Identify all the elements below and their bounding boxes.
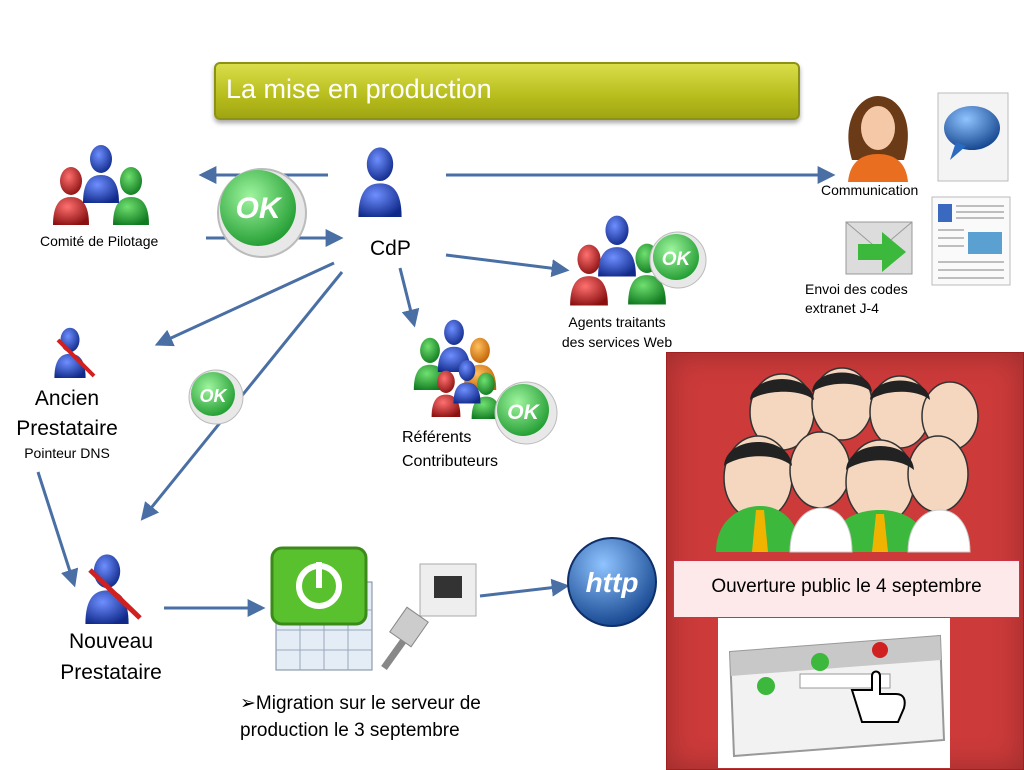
ok-badge-large-icon: OK xyxy=(217,168,307,258)
calendar-power-icon xyxy=(270,546,373,671)
label-agents-line1: Agents traitants xyxy=(568,314,666,330)
speech-bubble-icon xyxy=(937,92,1009,182)
label-nouveau-line1: Nouveau xyxy=(68,630,154,653)
page-title: La mise en production xyxy=(226,74,492,104)
comite-group-icon xyxy=(53,145,149,225)
cdp-person-icon xyxy=(358,147,402,217)
document-icon xyxy=(931,196,1011,286)
label-envoi-line2: extranet J-4 xyxy=(805,300,879,316)
ethernet-port-icon xyxy=(381,563,477,671)
arrow-cdp-referents xyxy=(398,267,420,328)
label-envoi-line1: Envoi des codes xyxy=(805,281,908,297)
ouverture-box: Ouverture public le 4 septembre xyxy=(673,560,1020,618)
communication-woman-icon xyxy=(848,96,908,182)
label-ancien-line2: Prestataire xyxy=(16,417,118,440)
nouveau-prestataire-icon xyxy=(85,554,142,624)
label-agents-line2: des services Web xyxy=(561,334,673,350)
label-agents: Agents traitants des services Web xyxy=(552,312,682,352)
svg-text:http: http xyxy=(586,567,639,598)
arrow-ethernet-http xyxy=(479,578,570,598)
svg-text:OK: OK xyxy=(236,192,283,225)
label-nouveau: Nouveau Prestataire xyxy=(48,626,174,688)
browser-hand-icon xyxy=(728,634,946,758)
arrow-cdp-agents xyxy=(445,253,570,278)
arrow-ancien-nouveau xyxy=(36,471,79,588)
label-migration-line1: Migration sur le serveur de xyxy=(255,693,481,714)
svg-text:OK: OK xyxy=(662,249,692,270)
crowd-icon xyxy=(716,367,979,553)
http-globe-icon: http xyxy=(567,537,657,627)
envelope-send-icon xyxy=(845,221,913,275)
label-ancien: Ancien Prestataire Pointeur DNS xyxy=(8,384,126,462)
label-referents-line2: Contributeurs xyxy=(402,453,499,470)
ancien-prestataire-icon xyxy=(54,327,96,378)
label-ancien-line3: Pointeur DNS xyxy=(24,445,110,461)
label-ouverture: Ouverture public le 4 septembre xyxy=(711,576,982,597)
svg-text:OK: OK xyxy=(507,401,540,424)
label-cdp: CdP xyxy=(370,237,411,260)
label-referents: Référents Contributeurs xyxy=(402,426,498,474)
svg-text:OK: OK xyxy=(200,386,229,406)
referents-group-icon: OK xyxy=(413,319,558,445)
arrow-cdp-ancien xyxy=(154,261,335,347)
agents-group-icon: OK xyxy=(570,215,707,306)
bullet-arrow-icon: ➢ xyxy=(240,693,256,714)
label-communication: Communication xyxy=(821,182,919,198)
label-nouveau-line2: Prestataire xyxy=(60,661,162,684)
ok-badge-small-icon: OK xyxy=(188,369,244,425)
title-bar: La mise en production xyxy=(214,62,800,120)
label-migration-line2: production le 3 septembre xyxy=(240,720,460,741)
label-referents-line1: Référents xyxy=(402,429,472,446)
label-comite: Comité de Pilotage xyxy=(40,233,159,249)
label-migration: ➢Migration sur le serveur de production … xyxy=(240,690,481,744)
label-ancien-line1: Ancien xyxy=(34,387,100,410)
label-envoi: Envoi des codes extranet J-4 xyxy=(805,280,908,318)
